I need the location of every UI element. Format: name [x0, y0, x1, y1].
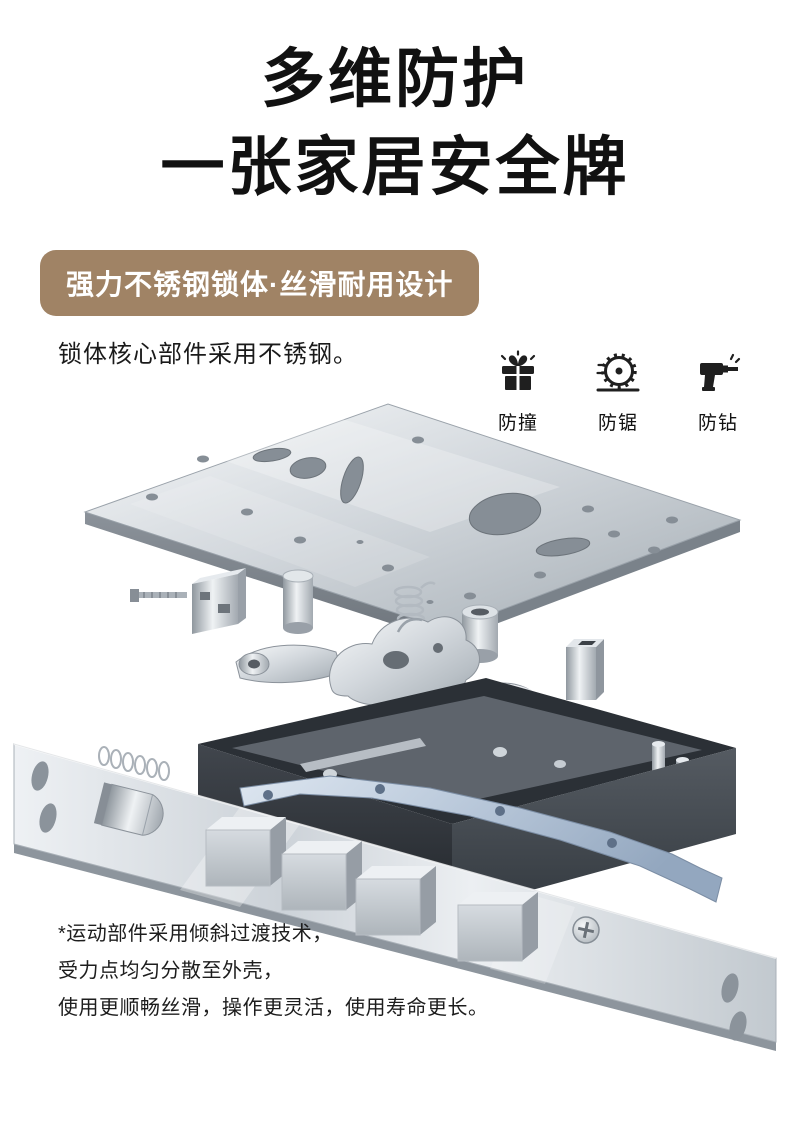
- protection-label-anti-drill: 防钻: [697, 413, 738, 434]
- page-title-line2: 一张家居安全牌: [160, 131, 630, 203]
- section-description: 锁体核心部件采用不锈钢。: [58, 341, 358, 368]
- protection-label-anti-saw: 防锯: [597, 413, 638, 434]
- spacer-cylinder: [282, 569, 314, 634]
- anti-saw-blade-icon: [596, 353, 640, 392]
- cam-lever-assembly: [329, 616, 480, 706]
- mounting-screw-and-bracket: [130, 568, 246, 634]
- protection-label-anti-impact: 防撞: [497, 413, 538, 434]
- latch-bolt: [93, 782, 164, 836]
- page-title-line1: 多维防护: [261, 43, 529, 115]
- footnote: *运动部件采用倾斜过渡技术， 受力点均匀分散至外壳， 使用更顺畅丝滑，操作更灵活…: [58, 916, 489, 1027]
- footnote-line1: *运动部件采用倾斜过渡技术，: [58, 923, 333, 945]
- protection-anti-impact: 防撞: [474, 350, 562, 435]
- protection-anti-saw: 防锯: [574, 350, 662, 435]
- deadbolt-cube-1: [205, 817, 286, 887]
- section-badge-label: 强力不锈钢锁体·丝滑耐用设计: [66, 269, 454, 300]
- latch-spring: [98, 746, 170, 781]
- deadbolt-cube-3: [355, 866, 436, 936]
- square-spindle-sleeve: [566, 639, 604, 700]
- lock-exploded-render: [13, 403, 777, 1051]
- section-badge: 强力不锈钢锁体·丝滑耐用设计: [40, 250, 480, 316]
- protection-list: 防撞 防锯: [474, 350, 762, 435]
- anti-drill-icon: [700, 353, 741, 391]
- lever-arm: [235, 644, 343, 684]
- footnote-line3: 使用更顺畅丝滑，操作更灵活，使用寿命更长。: [58, 997, 489, 1019]
- top-cover-plate: [83, 403, 742, 642]
- deadbolt-cube-2: [281, 841, 362, 911]
- transmission-bar: [239, 775, 723, 903]
- deadbolt-cube-4: [457, 892, 538, 962]
- anti-impact-gift-icon: [500, 350, 536, 390]
- footnote-line2: 受力点均匀分散至外壳，: [58, 960, 284, 982]
- protection-anti-drill: 防钻: [674, 350, 762, 435]
- faceplate-screw: [572, 916, 600, 944]
